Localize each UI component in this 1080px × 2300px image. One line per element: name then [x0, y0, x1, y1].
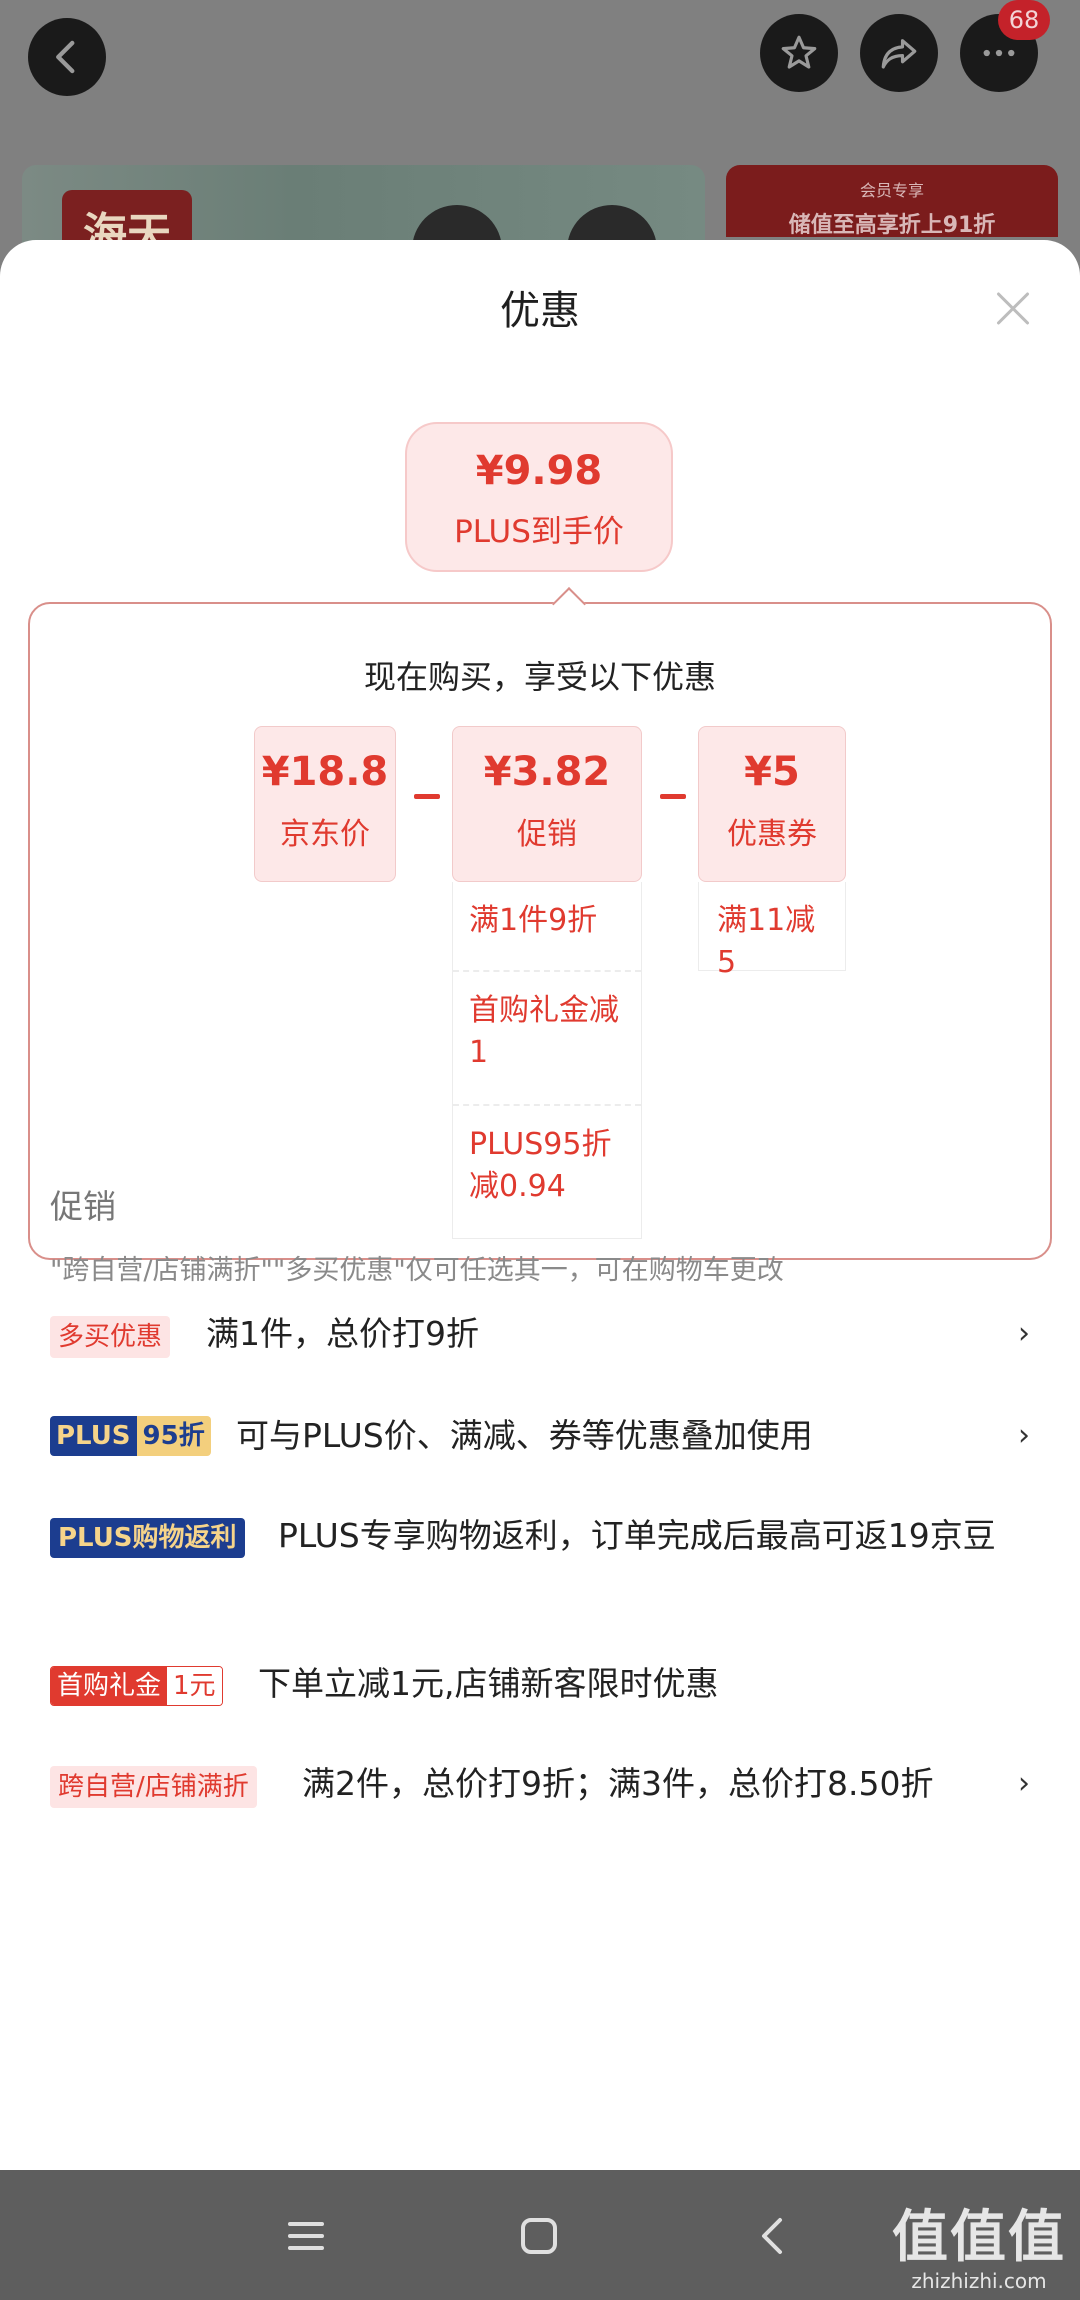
promotion-text: 下单立减1元,店铺新客限时优惠 [258, 1664, 719, 1703]
promotion-row-first-purchase: 首购礼金 1元 下单立减1元,店铺新客限时优惠 [50, 1660, 1030, 1716]
promo-label: 促销 [517, 817, 577, 852]
close-icon[interactable] [995, 290, 1031, 326]
coupon-card: ¥5 优惠券 [698, 726, 846, 882]
minus-sign [660, 794, 686, 799]
chevron-right-icon: › [1018, 1418, 1030, 1453]
list-item: PLUS95折减0.94 [453, 1104, 641, 1238]
first-purchase-tag: 首购礼金 1元 [50, 1666, 223, 1706]
back-button[interactable] [28, 18, 106, 96]
plus-tag-label: PLUS [50, 1416, 137, 1456]
first-purchase-tag-label: 首购礼金 [51, 1667, 168, 1705]
chevron-right-icon: › [1018, 1316, 1030, 1351]
jd-price-card: ¥18.8 京东价 [254, 726, 396, 882]
watermark-url: zhizhizhi.com [911, 2269, 1047, 2293]
promotion-row-cross-store[interactable]: 跨自营/店铺满折 满2件，总价打9折；满3件，总价打8.50折 › [50, 1760, 1030, 1860]
discount-sheet: 优惠 ¥9.98 PLUS到手价 现在购买，享受以下优惠 ¥18.8 京东价 ¥… [0, 240, 1080, 2170]
sheet-title: 优惠 [500, 288, 580, 334]
price-breakdown-box: 现在购买，享受以下优惠 ¥18.8 京东价 ¥3.82 促销 满1件9折 首购礼… [28, 587, 1052, 1260]
coupon-label: 优惠券 [727, 817, 817, 852]
member-banner: 会员专享 储值至高享折上91折 [726, 165, 1058, 238]
plus-rebate-tag: PLUS购物返利 [50, 1518, 245, 1558]
promotion-text: 可与PLUS价、满减、券等优惠叠加使用 [236, 1416, 813, 1455]
list-item: 满1件9折 [469, 903, 598, 938]
promotion-text: 满1件，总价打9折 [206, 1314, 479, 1353]
first-purchase-amount: 1元 [167, 1667, 222, 1705]
list-item: 首购礼金减1 [453, 970, 641, 1104]
promotion-row-plus95[interactable]: PLUS 95折 可与PLUS价、满减、券等优惠叠加使用 › [50, 1412, 1030, 1468]
promo-value: ¥3.82 [483, 749, 611, 795]
promo-detail-list: 满1件9折 首购礼金减1 PLUS95折减0.94 [452, 882, 642, 1239]
cross-store-tag: 跨自营/店铺满折 [50, 1766, 257, 1808]
promotion-text: PLUS专享购物返利，订单完成后最高可返19京豆 [278, 1516, 996, 1555]
chevron-left-icon [56, 40, 75, 74]
plus95-tag: PLUS 95折 [50, 1416, 211, 1456]
discount-tag-label: 95折 [136, 1416, 211, 1456]
watermark: 值值值 zhizhizhi.com [892, 2192, 1066, 2293]
more-button[interactable]: 68 [960, 0, 1050, 92]
system-nav-bar [0, 2170, 1080, 2300]
jd-price-label: 京东价 [280, 817, 370, 852]
minus-sign [414, 794, 440, 799]
promotion-row-plus-rebate: PLUS购物返利 PLUS专享购物返利，订单完成后最高可返19京豆 [50, 1512, 1030, 1612]
star-icon [781, 35, 817, 69]
chevron-right-icon: › [1018, 1766, 1030, 1801]
promotion-text: 满2件，总价打9折；满3件，总价打8.50折 [302, 1764, 934, 1803]
promotion-section-note: "跨自营/店铺满折""多买优惠"仅可任选其一，可在购物车更改 [50, 1255, 784, 1286]
more-dots-icon [983, 49, 1015, 57]
share-icon [881, 39, 917, 69]
back-icon[interactable] [750, 2212, 798, 2260]
member-banner-label: 会员专享 [859, 181, 924, 200]
promotion-section-title: 促销 [50, 1187, 116, 1226]
coupon-detail-list: 满11减5 [698, 882, 846, 980]
share-button[interactable] [860, 14, 938, 92]
final-price-value: ¥9.98 [475, 448, 603, 494]
coupon-value: ¥5 [744, 749, 800, 795]
list-item: 满11减5 [717, 903, 816, 980]
menu-icon[interactable] [282, 2212, 330, 2260]
promotion-row-multi-buy[interactable]: 多买优惠 满1件，总价打9折 › [50, 1310, 1030, 1366]
favorite-button[interactable] [760, 14, 838, 92]
final-price-label: PLUS到手价 [454, 514, 624, 550]
jd-price-value: ¥18.8 [261, 749, 389, 795]
final-price-badge: ¥9.98 PLUS到手价 [405, 422, 673, 572]
multi-buy-tag: 多买优惠 [50, 1316, 171, 1358]
top-bar: 68 [0, 0, 1080, 110]
breakdown-heading: 现在购买，享受以下优惠 [363, 658, 716, 696]
watermark-logo: 值值值 [892, 2205, 1066, 2270]
promo-card: ¥3.82 促销 [452, 726, 642, 882]
member-banner-text: 储值至高享折上91折 [788, 213, 996, 238]
home-icon[interactable] [515, 2212, 563, 2260]
pointer-arrow [552, 587, 586, 621]
notification-badge: 68 [998, 0, 1050, 40]
